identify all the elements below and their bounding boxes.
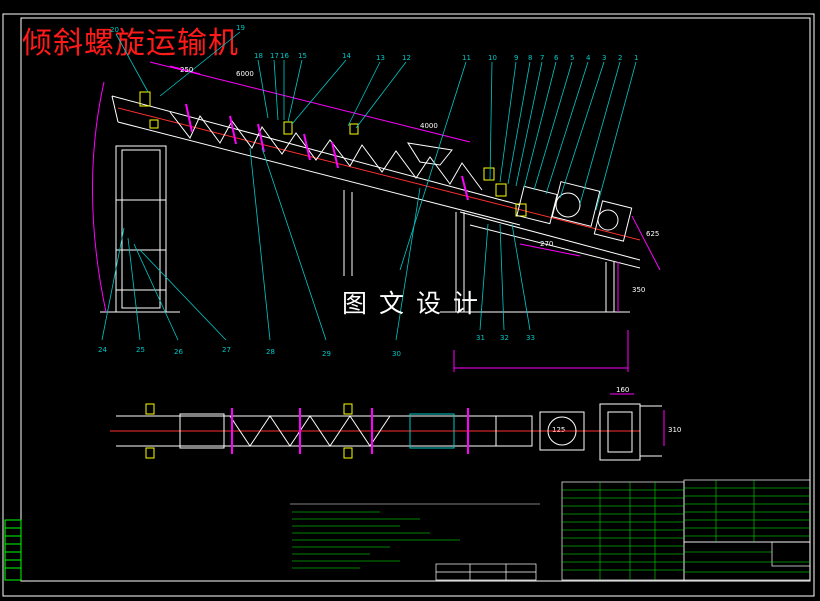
leader-lines-top (115, 31, 637, 271)
dim-625: 625 (646, 230, 659, 238)
dimension-lines (92, 61, 665, 446)
dim-4000: 4000 (420, 122, 438, 130)
technical-notes (290, 503, 540, 569)
part-label: 13 (376, 54, 385, 62)
dim-125: 125 (552, 426, 565, 434)
watermark: 图文设计 (342, 289, 491, 318)
support-post-middle (343, 190, 353, 276)
part-label: 10 (488, 54, 497, 62)
part-label: 5 (570, 54, 574, 62)
dim-160: 160 (616, 386, 629, 394)
title-block (435, 479, 811, 581)
part-label: 3 (602, 54, 606, 62)
inner-frame (20, 17, 811, 582)
part-label: 28 (266, 348, 275, 356)
part-label: 16 (280, 52, 289, 60)
part-label: 19 (236, 24, 245, 32)
part-label: 12 (402, 54, 411, 62)
part-label: 17 (270, 52, 279, 60)
part-label: 9 (514, 54, 518, 62)
part-label: 26 (174, 348, 183, 356)
part-label: 30 (392, 350, 401, 358)
part-label: 29 (322, 350, 331, 358)
support-frame-left (100, 145, 180, 313)
leader-lines-bottom (101, 147, 531, 341)
drive-motor (459, 181, 641, 269)
part-label: 14 (342, 52, 351, 60)
dimension-labels: 250 6000 4000 270 350 625 160 310 125 (180, 66, 681, 434)
part-label: 24 (98, 346, 107, 354)
drawing-title: 倾斜螺旋运输机 (22, 26, 239, 61)
dim-270: 270 (540, 240, 553, 248)
part-label: 4 (586, 54, 591, 62)
bom-rows (562, 480, 810, 580)
part-label: 6 (554, 54, 559, 62)
inclined-conveyor (111, 91, 641, 241)
part-label: 11 (462, 54, 471, 62)
part-label: 31 (476, 334, 485, 342)
part-label: 25 (136, 346, 145, 354)
dim-350: 350 (632, 286, 645, 294)
outer-frame (2, 13, 815, 597)
part-label: 32 (500, 334, 509, 342)
part-label: 1 (634, 54, 638, 62)
part-number-labels-top: 1 2 3 4 5 6 7 8 9 10 11 12 13 14 15 16 1… (110, 24, 638, 62)
part-number-labels-bottom: 24 25 26 27 28 29 30 31 32 33 (98, 334, 535, 358)
part-label: 15 (298, 52, 307, 60)
left-binding-strip (4, 519, 22, 581)
part-label: 18 (254, 52, 263, 60)
plan-view-conveyor (110, 403, 662, 461)
part-label: 20 (110, 26, 119, 34)
part-label: 33 (526, 334, 535, 342)
part-label: 2 (618, 54, 622, 62)
dim-6000: 6000 (236, 70, 254, 78)
dim-310: 310 (668, 426, 681, 434)
part-label: 27 (222, 346, 231, 354)
support-frame-right (440, 212, 630, 313)
part-label: 8 (528, 54, 532, 62)
part-label: 7 (540, 54, 544, 62)
dim-250: 250 (180, 66, 193, 74)
